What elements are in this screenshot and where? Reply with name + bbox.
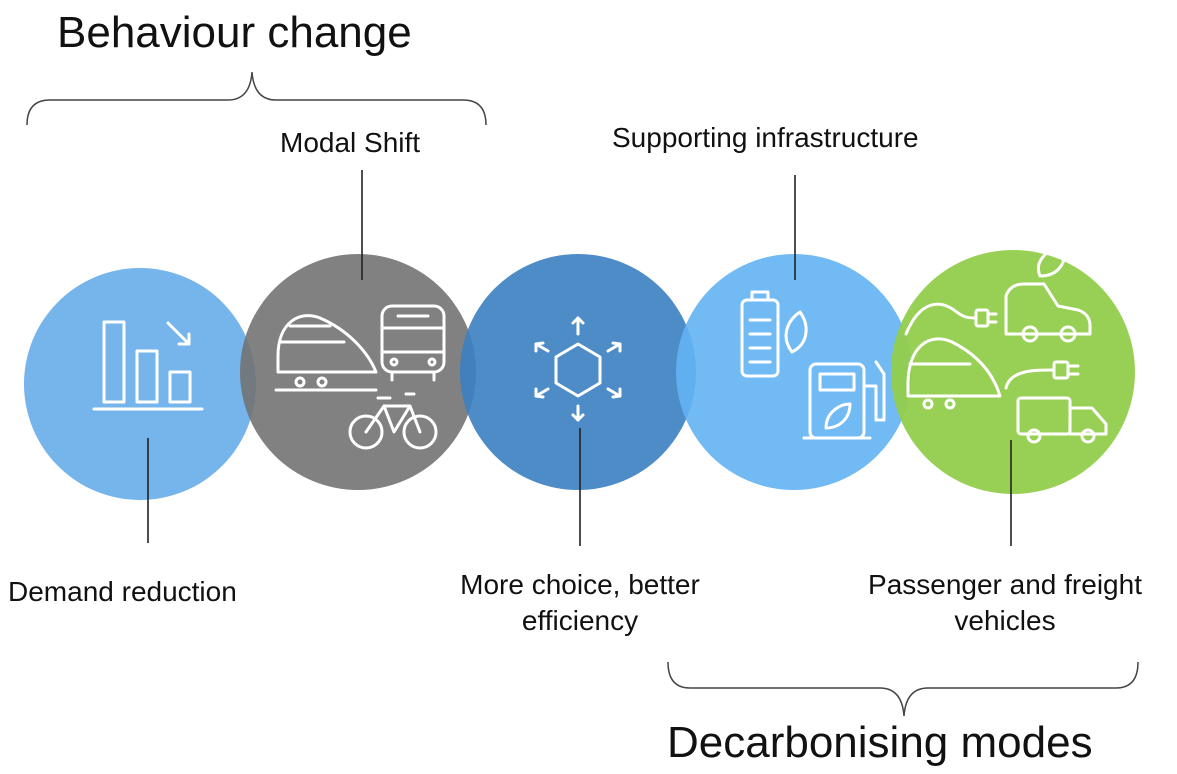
brackets [26,71,1139,717]
hexagon-arrows-icon [534,316,622,422]
circle-demand-reduction [24,268,256,500]
bracket-decarbonising-modes [667,661,1139,717]
leader-lines [147,170,1012,546]
passenger-freight-label: Passenger and freight vehicles [838,567,1172,639]
electric-vehicles-icon [904,244,1108,444]
bar-chart-decrease-icon [92,320,204,411]
more-choice-label-line1: More choice, better [460,569,700,600]
circle-supporting-infrastructure [676,254,912,490]
demand-reduction-label: Demand reduction [8,576,237,607]
bracket-behaviour-change [26,71,487,126]
bicycle-icon [348,392,438,450]
modal-shift-label: Modal Shift [280,127,421,158]
more-choice-label-line2: efficiency [521,605,639,636]
decarbonising-modes-title: Decarbonising modes [667,718,1093,767]
train-icon [274,314,378,392]
circle-more-choice [460,254,696,490]
passenger-freight-label-line1: Passenger and freight [868,569,1142,600]
bus-icon [380,304,446,382]
more-choice-label: More choice, better efficiency [432,567,728,639]
fuel-pump-icon [802,360,886,440]
passenger-freight-label-line2: vehicles [954,605,1056,636]
battery-leaf-icon [740,290,808,378]
behaviour-change-title: Behaviour change [57,8,412,57]
supporting-infrastructure-label: Supporting infrastructure [612,122,919,153]
